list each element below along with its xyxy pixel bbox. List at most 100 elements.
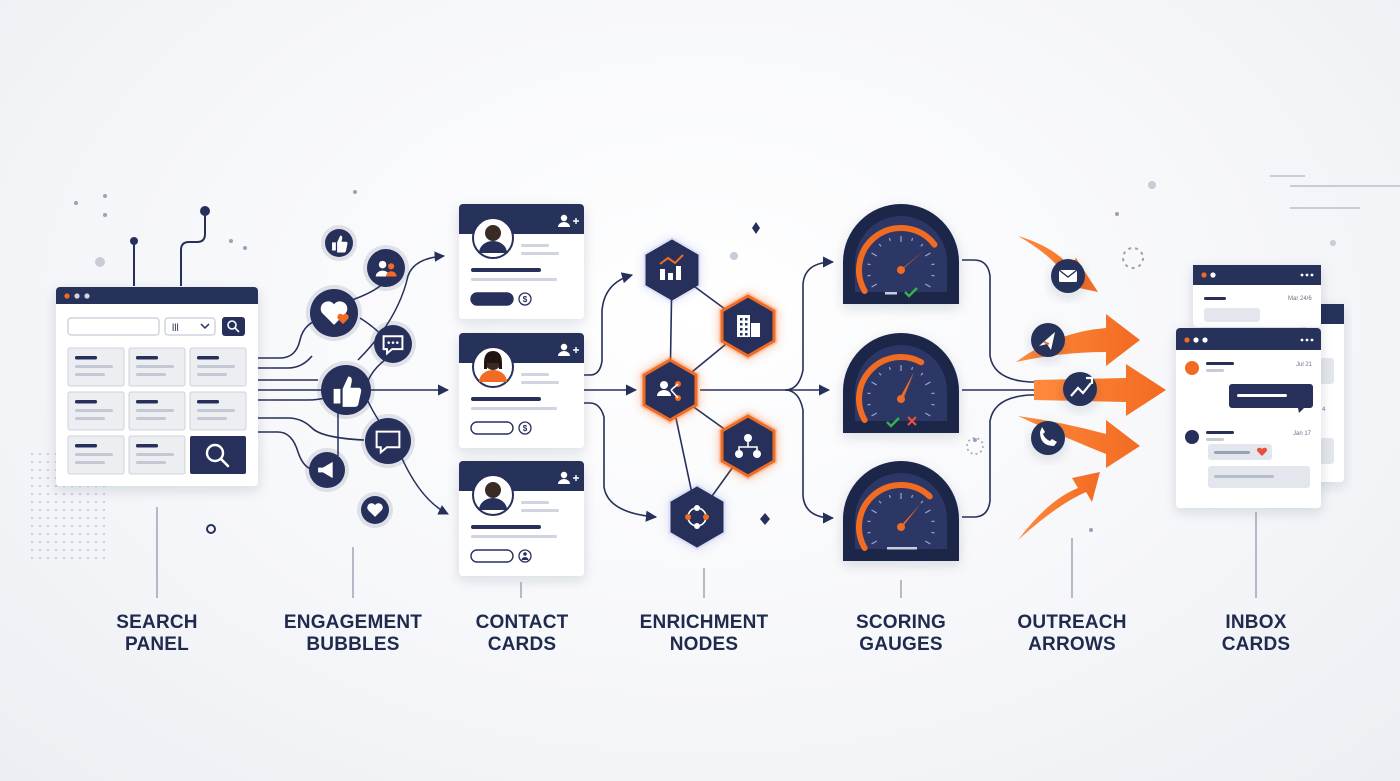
grid-dot — [102, 548, 106, 552]
grid-dot — [38, 460, 42, 464]
grid-dot — [62, 516, 66, 520]
heart-icon — [367, 503, 383, 517]
grid-dot — [102, 508, 106, 512]
gauge-tick — [924, 412, 931, 417]
grid-dot — [78, 556, 82, 560]
grid-dot — [38, 548, 42, 552]
gauge-needle — [898, 504, 921, 529]
users-icon — [375, 260, 397, 277]
arrowhead — [1086, 376, 1094, 384]
glyph — [391, 341, 395, 344]
add-user-icon — [560, 343, 568, 351]
add-user-icon — [560, 214, 568, 222]
line — [471, 407, 557, 410]
grid-dot — [46, 484, 50, 488]
grid-dot — [54, 492, 58, 496]
gauge-tick — [920, 243, 924, 247]
name-line — [471, 397, 541, 401]
label-guide-lines — [156, 507, 1257, 598]
add-user-icon — [558, 351, 570, 356]
tile-line — [75, 373, 105, 376]
glyph — [320, 301, 348, 325]
search-input[interactable] — [67, 317, 160, 336]
dollar-icon — [518, 421, 532, 435]
gauge-tick — [878, 372, 882, 376]
grid-dot — [62, 556, 66, 560]
grid-dot — [86, 532, 90, 536]
plus — [573, 218, 579, 224]
link — [738, 442, 758, 450]
grid-dot — [86, 548, 90, 552]
thumbs-up-icon — [332, 235, 348, 253]
grid-dot — [46, 460, 50, 464]
dot — [703, 514, 709, 520]
grid-dot — [38, 484, 42, 488]
grid-dot — [62, 540, 66, 544]
grid-dot — [46, 508, 50, 512]
gauge-needle — [898, 250, 924, 272]
grid-dot — [70, 548, 74, 552]
chart-icon — [659, 254, 684, 280]
stage-subtitle: BUBBLES — [306, 634, 400, 655]
grid-dot — [54, 484, 58, 488]
flap — [1058, 269, 1078, 278]
gauge-level-arc — [856, 482, 933, 551]
tile-title — [136, 444, 158, 448]
grid-dot — [54, 516, 58, 520]
grid-dot — [94, 532, 98, 536]
dot — [685, 514, 691, 520]
enrichment-node — [670, 486, 724, 548]
outreach-icons — [1031, 259, 1097, 455]
scoring-gauges — [843, 204, 959, 561]
search-button-large[interactable] — [190, 436, 246, 474]
avatar-hair — [484, 351, 502, 369]
glyph — [382, 335, 404, 356]
search-button-small[interactable] — [222, 317, 245, 336]
glyph — [523, 552, 527, 556]
person — [657, 390, 671, 396]
filter-dropdown[interactable]: lll — [164, 317, 216, 336]
window — [745, 318, 748, 321]
tile-line — [136, 373, 166, 376]
gauge-needle — [898, 372, 915, 401]
grid-dot — [38, 476, 42, 480]
gauge-tick — [871, 381, 878, 386]
gauge-tick — [867, 392, 871, 395]
gauge-tick — [871, 252, 878, 257]
grid-dot — [30, 476, 34, 480]
avatar-shirt — [479, 241, 507, 253]
stage-title: ENGAGEMENT — [283, 612, 423, 633]
tile-title — [136, 356, 158, 360]
grid-dot — [86, 500, 90, 504]
window — [740, 318, 743, 321]
tile-line — [75, 365, 113, 368]
dot-grid-decor — [30, 452, 106, 560]
badge-glyph: $ — [523, 424, 528, 433]
line — [521, 501, 549, 504]
action-pill — [470, 292, 514, 306]
grid-dot — [30, 500, 34, 504]
grid-dot — [46, 516, 50, 520]
grid-dot — [30, 532, 34, 536]
tile-title — [136, 400, 158, 404]
grid-dot — [102, 492, 106, 496]
stage-title: INBOX — [1225, 612, 1287, 633]
tile-title — [197, 400, 219, 404]
accent — [1043, 341, 1050, 345]
grid-dot — [30, 460, 34, 464]
dot — [735, 450, 743, 458]
gauge-tick — [878, 243, 882, 247]
enrichment-nodes — [640, 237, 778, 550]
avatar-shirt — [479, 370, 507, 382]
grid-dot — [70, 532, 74, 536]
grid-dot — [62, 492, 66, 496]
grid-dot — [94, 500, 98, 504]
grid-dot — [94, 556, 98, 560]
heart-icon — [320, 301, 348, 325]
dot — [694, 505, 700, 511]
grid-dot — [30, 508, 34, 512]
grid-dot — [70, 492, 74, 496]
